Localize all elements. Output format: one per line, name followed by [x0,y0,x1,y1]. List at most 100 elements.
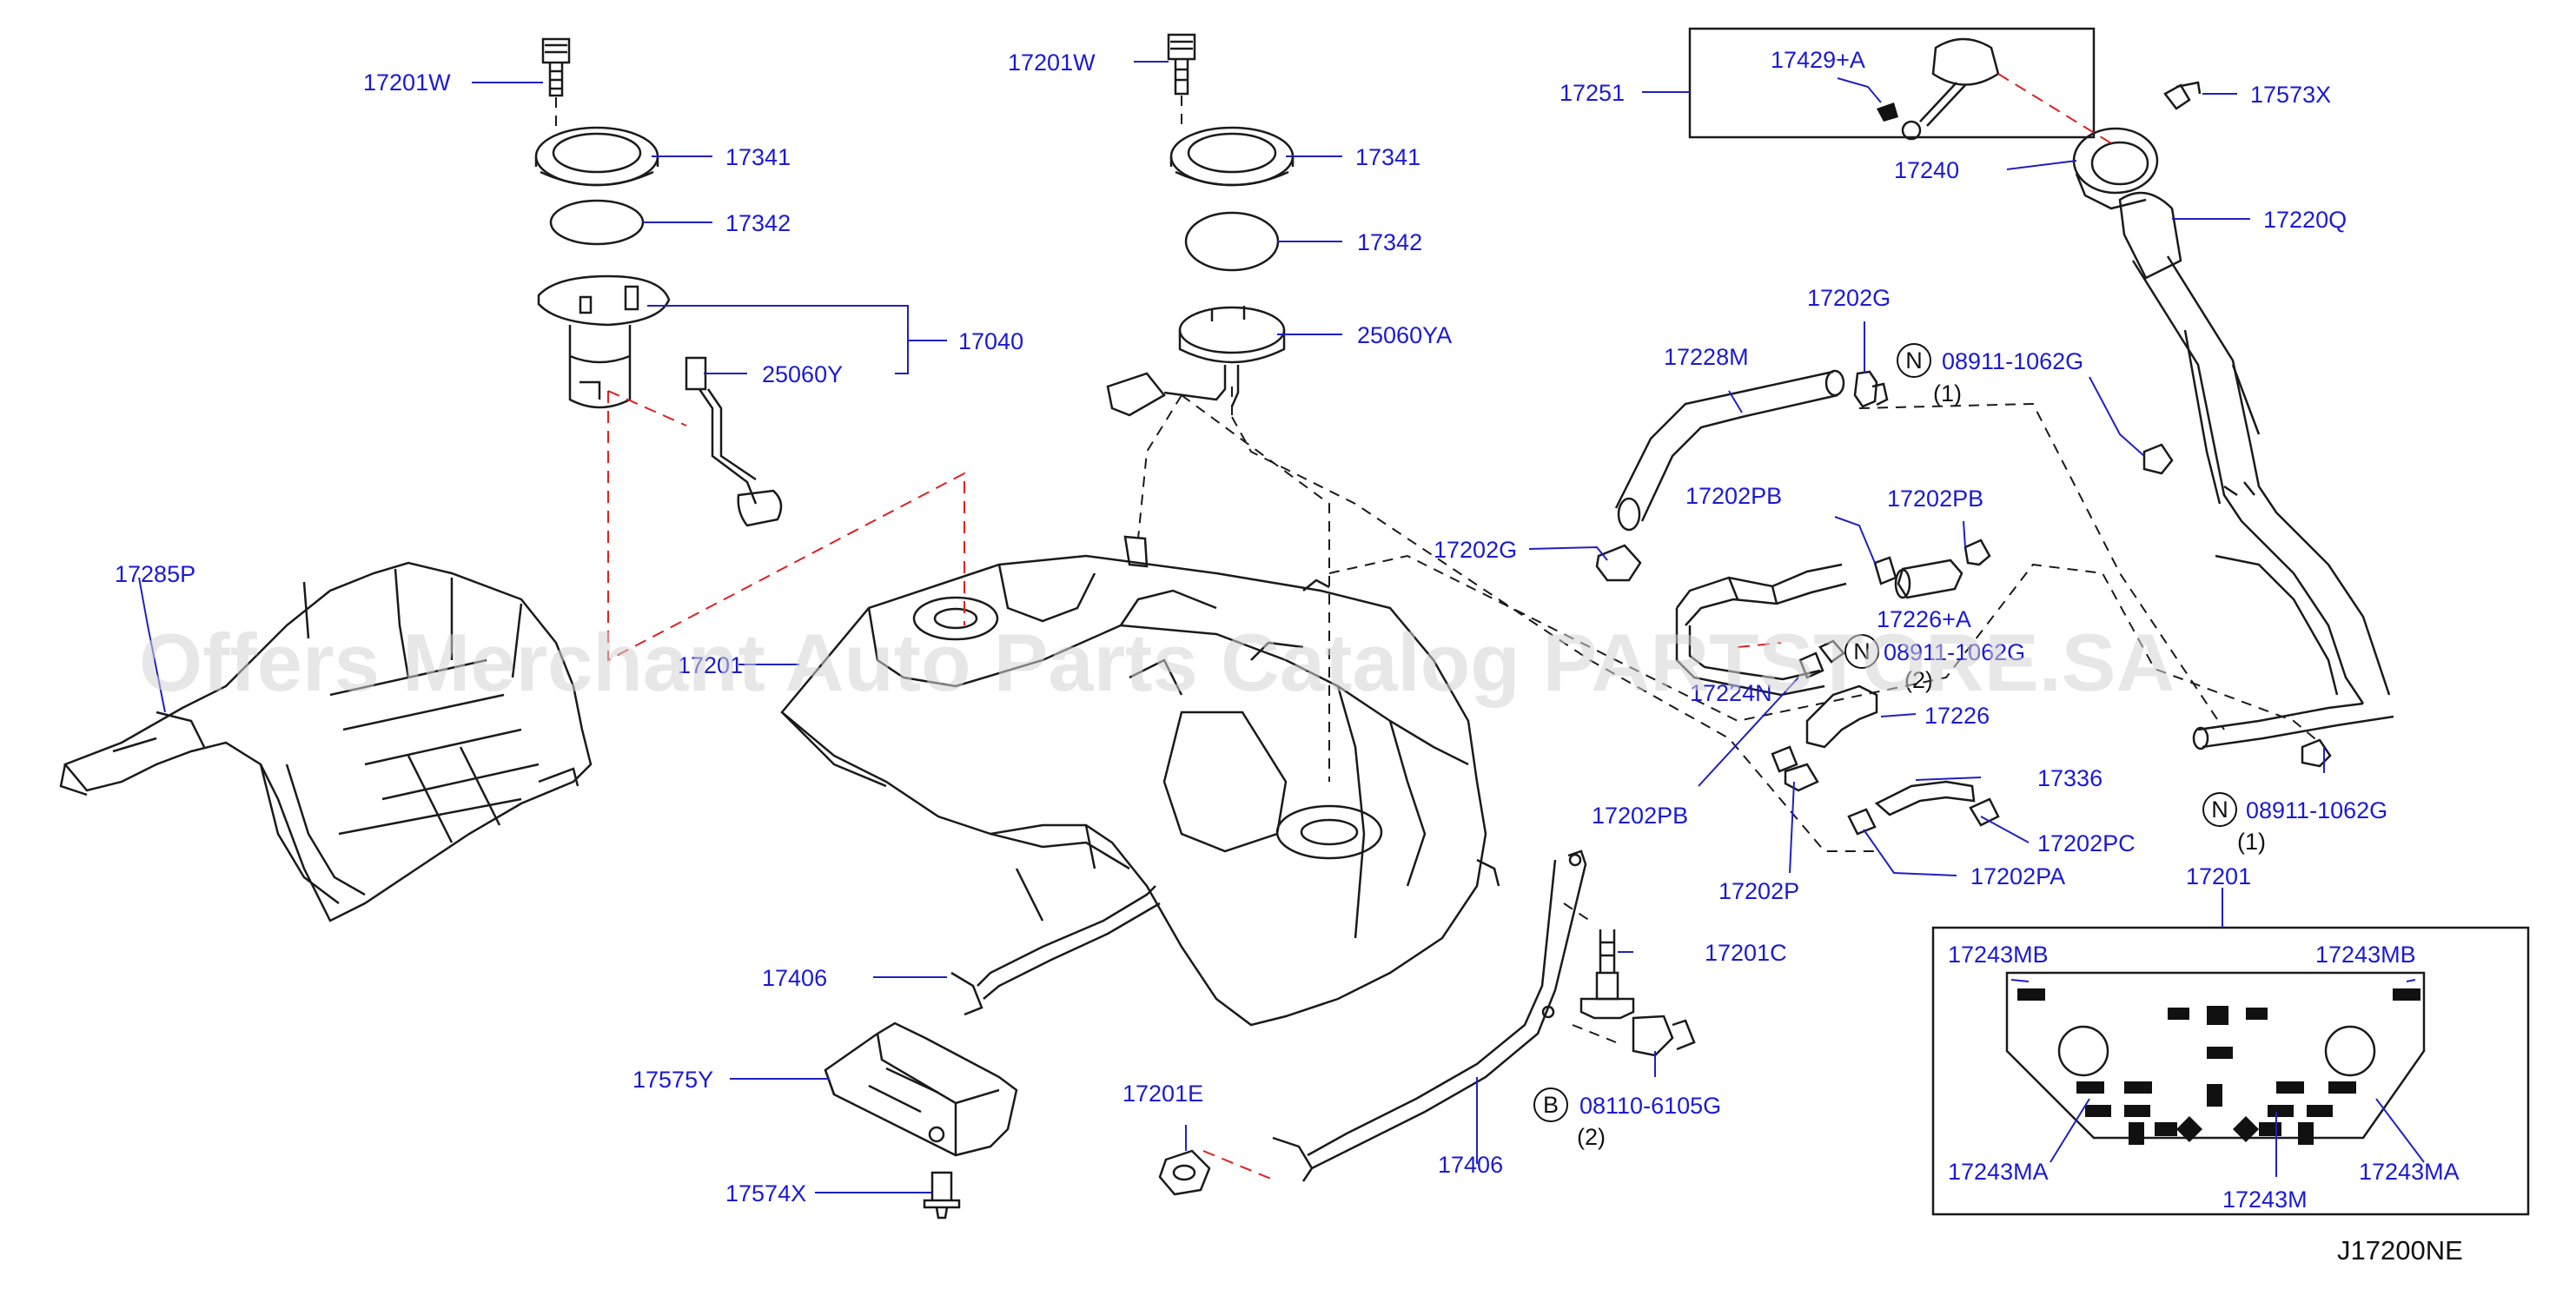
bolt-17201c [1579,929,1635,1020]
callout-17224n: 17224N [1690,680,1772,706]
hose-17226-a [1894,559,1963,599]
filler-neck-17240 [2072,127,2159,210]
callout-17243ma-left: 17243MA [1948,1159,2049,1185]
callout-25060ya: 25060YA [1357,322,1452,348]
callout-17406-left: 17406 [762,965,827,991]
badge-n-2: N [1844,634,1879,669]
filler-hose-17220q [2118,191,2394,750]
clip-17573x [2163,81,2202,110]
badge-n-1: N [1897,343,1931,378]
qty-2-mid: (2) [1904,667,1933,693]
callout-17202pb-3: 17202PB [1592,803,1688,829]
leader-lines [138,61,2425,1193]
callout-08911-1062g-mid: 08911-1062G [1884,639,2025,665]
callout-17243mb-left: 17243MB [1948,942,2049,968]
callout-17220q: 17220Q [2263,207,2347,233]
nut-08911-center [1818,639,1845,664]
callout-17285p: 17285P [115,561,195,587]
callout-17251: 17251 [1560,80,1625,106]
watermark: Offers Merchant Auto Parts Catalog PARTS… [139,617,2175,708]
svg-text:N: N [2211,797,2228,823]
callout-17202pc: 17202PC [2037,830,2136,856]
lock-ring-17341-left [534,126,659,187]
callout-17336: 17336 [2037,765,2103,791]
callout-17201e: 17201E [1122,1081,1203,1107]
protector-17575y [824,1021,1018,1157]
callout-17201-labels: 17201 [2186,863,2251,889]
callout-17406-right: 17406 [1438,1152,1503,1178]
filler-cap-17251 [1688,27,2096,141]
badges: N N N B [1533,343,2237,1122]
nut-17201e [1158,1149,1211,1196]
callout-17202g-upper: 17202G [1807,285,1891,311]
callout-17201c: 17201C [1705,940,1787,966]
clamps-17202pb-lower [1771,651,1824,773]
callout-17342-left: 17342 [725,210,791,236]
callout-17243mb-right: 17243MB [2315,942,2416,968]
qty-1-lower: (1) [2237,829,2266,855]
callout-17240: 17240 [1894,157,1959,183]
svg-text:N: N [1853,638,1871,664]
lock-ring-17341-mid [1169,126,1295,187]
callout-17575y: 17575Y [632,1067,713,1093]
hose-17336 [1874,780,1976,816]
svg-text:N: N [1905,347,1923,373]
callout-17202pb-1: 17202PB [1685,483,1782,509]
hose-17226 [1805,684,1878,749]
callout-17202pa: 17202PA [1970,863,2065,889]
callout-17202g-lower: 17202G [1434,537,1517,563]
qty-1-upper: (1) [1933,380,1962,407]
callout-17243ma-right: 17243MA [2359,1159,2460,1185]
callout-17573x: 17573X [2250,82,2331,108]
callout-labels: 17201W 17341 17342 17040 25060Y 17201W 1… [115,47,2460,1213]
callout-08911-1062g-upper: 08911-1062G [1942,348,2083,374]
badge-n-3: N [2202,792,2237,827]
callout-17226-a: 17226+A [1877,606,1971,632]
clamp-17202g-upper [1853,370,1889,408]
fuel-strap-17406-right [1272,849,1587,1182]
callout-17429-a: 17429+A [1771,47,1865,73]
clamps-17202pa-pc [1847,797,2000,836]
callout-17228m: 17228M [1664,344,1749,370]
callout-17574x: 17574X [725,1180,806,1206]
callout-17342-mid: 17342 [1357,229,1422,255]
assembly-lines [555,73,2321,1182]
diagram-code: J17200NE [2337,1235,2463,1266]
hose-17228m [1614,369,1845,532]
label-set-17201 [1931,926,2530,1216]
o-ring-17342-mid [1184,211,1280,272]
callout-17201w-left: 17201W [363,69,451,96]
callout-25060y: 25060Y [762,361,843,387]
sender-unit-25060y [685,356,783,527]
heat-insulator-17285p [59,561,593,922]
fuel-strap-17406-left [950,885,1161,1016]
callout-17341-mid: 17341 [1355,144,1420,170]
tube-17224n [1675,563,1847,697]
callout-17243m: 17243M [2222,1187,2308,1213]
bolt-17201w-mid [1167,33,1196,96]
clamps-17202pb-upper [1873,539,1991,585]
fuel-tank-17201 [780,535,1500,1027]
callout-17226: 17226 [1924,703,1990,729]
callout-08110-6105g: 08110-6105G [1579,1093,1721,1119]
qty-2-bolt: (2) [1577,1124,1606,1150]
clamp-17202p [1784,763,1819,792]
bolt-17201w-left [541,37,571,97]
clamp-17202g-lower [1595,544,1642,582]
callout-17341-left: 17341 [725,144,791,170]
callout-17040: 17040 [958,328,1023,354]
o-ring-17342-left [549,199,645,246]
fuel-pump-17040 [537,274,671,409]
badge-b: B [1533,1087,1568,1122]
callout-17201-tank: 17201 [678,652,743,678]
callout-17202p: 17202P [1718,878,1799,904]
clip-17574x [923,1171,961,1220]
callout-08911-1062g-lower: 08911-1062G [2246,797,2387,823]
svg-text:B: B [1543,1092,1559,1118]
bolt-08110-6105g [1632,1015,1696,1057]
callout-17201w-mid: 17201W [1008,50,1096,76]
level-sender-25060ya [1106,306,1286,417]
nut-08911-right [2142,443,2332,768]
callout-17202pb-2: 17202PB [1887,486,1983,512]
